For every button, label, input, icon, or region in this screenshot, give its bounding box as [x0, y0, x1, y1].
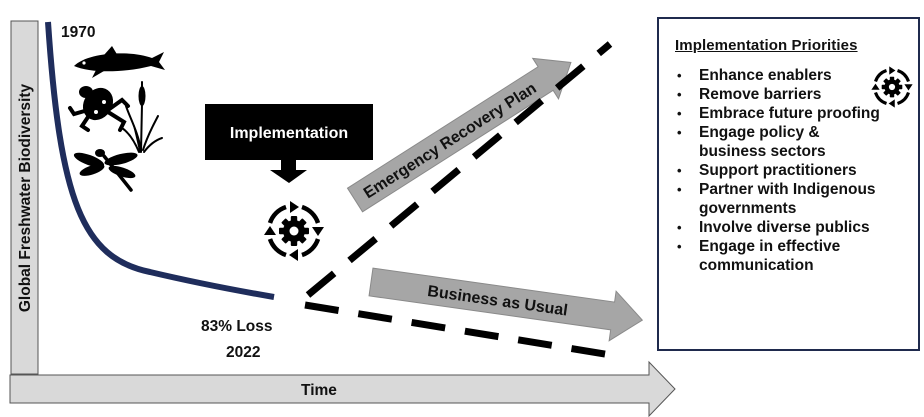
priority-item: Embrace future proofing	[675, 104, 918, 123]
implementation-label: Implementation	[230, 125, 348, 142]
dragonfly-icon	[73, 149, 138, 192]
y-axis: Global Freshwater Biodiversity	[10, 20, 39, 375]
priority-item: Engage policy & business sectors	[675, 123, 859, 161]
priority-item: Support practitioners	[675, 161, 918, 180]
recovery-dashed-path	[305, 41, 613, 298]
priorities-list: Enhance enablers Remove barriers Embrace…	[675, 66, 918, 275]
start-year-label: 1970	[61, 24, 95, 41]
priorities-title: Implementation Priorities	[675, 37, 858, 54]
decline-curve	[45, 21, 275, 300]
cycle-gear-icon	[264, 201, 324, 261]
business-arrow: Business as Usual	[368, 267, 644, 342]
down-arrow-icon	[270, 160, 307, 183]
loss-label: 83% Loss	[201, 318, 273, 335]
panel-cycle-gear-icon	[870, 65, 914, 109]
priorities-panel: Implementation Priorities Enhance enable…	[657, 17, 920, 351]
frog-icon	[68, 86, 130, 132]
priority-item: Partner with Indigenous governments	[675, 180, 909, 218]
priority-item: Involve diverse publics	[675, 218, 918, 237]
x-axis: Time	[9, 360, 676, 417]
y-axis-label: Global Freshwater Biodiversity	[17, 83, 34, 312]
priority-item: Enhance enablers	[675, 66, 918, 85]
fish-icon	[74, 46, 165, 78]
cattail-plant-icon	[121, 81, 163, 153]
recovery-label: Emergency Recovery Plan	[361, 80, 540, 202]
priority-item: Remove barriers	[675, 85, 918, 104]
priority-item: Engage in effective communication	[675, 237, 889, 275]
recovery-arrow: Emergency Recovery Plan	[346, 57, 572, 213]
implementation-box: Implementation	[205, 104, 373, 160]
x-axis-label: Time	[301, 382, 337, 399]
end-year-label: 2022	[226, 344, 260, 361]
